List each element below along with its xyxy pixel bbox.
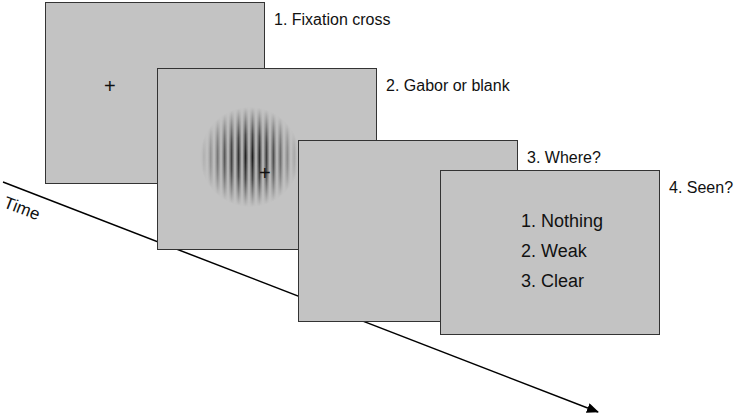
step-label: 4. Seen? [669, 179, 733, 197]
gabor-patch [200, 107, 300, 207]
response-option: 3. Clear [521, 271, 584, 292]
response-option: 2. Weak [521, 241, 587, 262]
step-label: 1. Fixation cross [274, 11, 390, 29]
axis-label: Time [1, 193, 43, 225]
fixation-cross: + [259, 163, 271, 183]
step-label: 3. Where? [527, 149, 601, 167]
step-label: 2. Gabor or blank [386, 77, 510, 95]
fixation-cross: + [104, 76, 116, 96]
screen-panel: 4. Seen?1. Nothing2. Weak3. Clear [440, 170, 660, 335]
response-option: 1. Nothing [521, 211, 603, 232]
